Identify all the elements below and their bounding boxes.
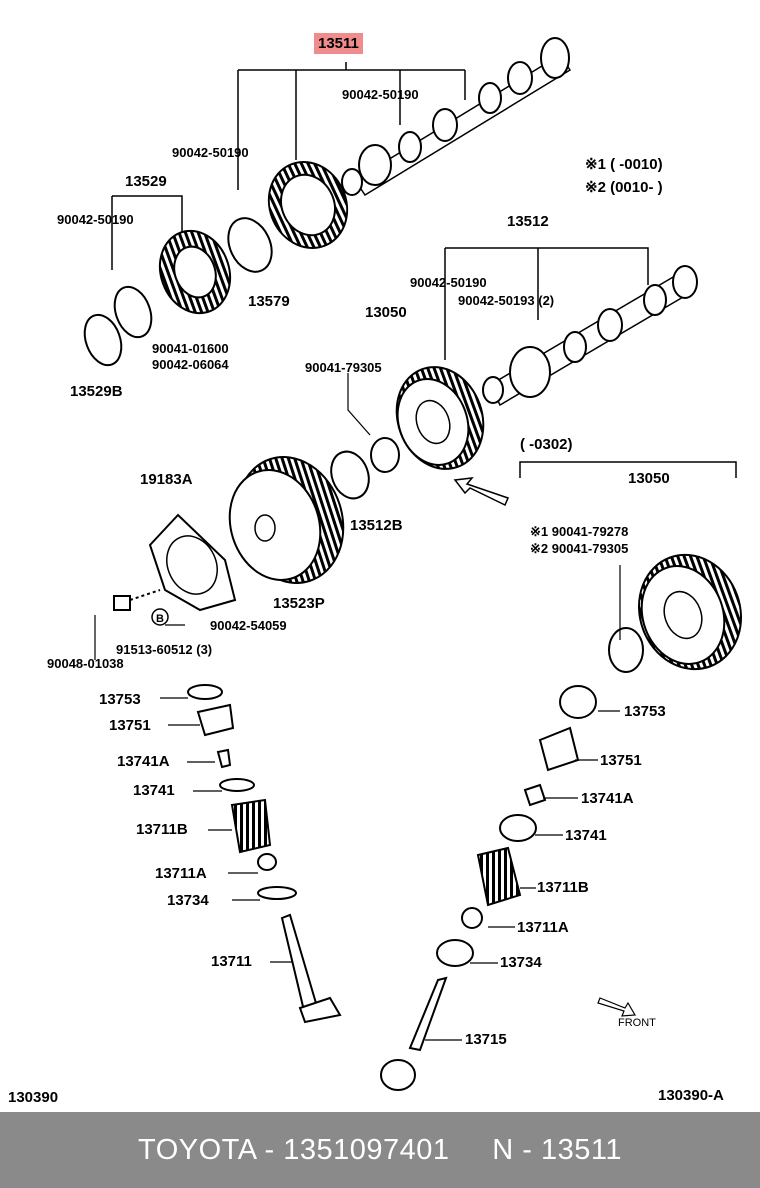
- label-19183A[interactable]: 19183A: [140, 471, 193, 488]
- label-range: ( -0302): [520, 436, 573, 453]
- label-13529B[interactable]: 13529B: [70, 383, 123, 400]
- label-90042-50190-top[interactable]: 90042-50190: [342, 87, 419, 102]
- plate-19183A: [148, 513, 237, 612]
- label-13512B[interactable]: 13512B: [350, 517, 403, 534]
- label-90042-50190-right[interactable]: 90042-50190: [410, 275, 487, 290]
- front-arrow-icon: [597, 997, 637, 1017]
- label-13711B-right[interactable]: 13711B: [537, 879, 589, 896]
- ring-13529B-b: [83, 313, 123, 367]
- label-13751-left[interactable]: 13751: [109, 717, 151, 734]
- label-13741-right[interactable]: 13741: [565, 827, 607, 844]
- label-90042-50190-mid[interactable]: 90042-50190: [172, 145, 249, 160]
- label-13751-right[interactable]: 13751: [600, 752, 642, 769]
- label-13734-left[interactable]: 13734: [167, 892, 209, 909]
- label-13050-upper[interactable]: 13050: [365, 304, 407, 321]
- label-90041-79305-lower[interactable]: ※2 90041-79305: [530, 541, 629, 556]
- valve-stack-right: [380, 685, 597, 1091]
- circle-b-marker: [151, 608, 169, 626]
- circle-b-text: B: [156, 613, 164, 625]
- gear-13523P: [228, 456, 345, 584]
- gear-13050-upper: [395, 366, 485, 470]
- label-front: FRONT: [618, 1017, 656, 1029]
- label-90041-79278[interactable]: ※1 90041-79278: [530, 524, 629, 539]
- note-2: ※2 (0010- ): [585, 179, 663, 196]
- camshaft-13511: [341, 37, 572, 197]
- label-13734-right[interactable]: 13734: [500, 954, 542, 971]
- bolt-90048: [113, 589, 161, 611]
- nut-lower: [608, 627, 644, 673]
- gear-top: [267, 161, 349, 249]
- snap-ring-13579: [227, 217, 273, 273]
- direction-arrow-icon: [453, 477, 510, 507]
- diagram-code-left: 130390: [8, 1089, 59, 1106]
- valve-stack-left: [187, 684, 342, 1024]
- label-13579[interactable]: 13579: [248, 293, 290, 310]
- label-13741A-left[interactable]: 13741A: [117, 753, 170, 770]
- label-13711B-left[interactable]: 13711B: [136, 821, 188, 838]
- label-13711[interactable]: 13711: [211, 953, 252, 970]
- label-13711A-right[interactable]: 13711A: [517, 919, 569, 936]
- label-90042-06064[interactable]: 90042-06064: [152, 357, 229, 372]
- label-13753-left[interactable]: 13753: [99, 691, 141, 708]
- label-91513-60512[interactable]: 91513-60512 (3): [116, 642, 213, 657]
- label-13529[interactable]: 13529: [125, 173, 167, 190]
- note-1: ※1 ( -0010): [585, 156, 663, 173]
- label-90042-54059[interactable]: 90042-54059: [210, 618, 287, 633]
- label-13741A-right[interactable]: 13741A: [581, 790, 634, 807]
- parts-diagram: B: [83, 37, 743, 1091]
- footer-text: TOYOTA - 1351097401 N - 13511: [138, 1133, 622, 1166]
- label-90042-50193[interactable]: 90042-50193 (2): [458, 293, 555, 308]
- label-13753-right[interactable]: 13753: [624, 703, 666, 720]
- label-13741-left[interactable]: 13741: [133, 782, 175, 799]
- label-90048-01038[interactable]: 90048-01038: [47, 656, 124, 671]
- label-13711A-left[interactable]: 13711A: [155, 865, 207, 882]
- washer-13512B: [330, 450, 370, 500]
- footer-bar: TOYOTA - 1351097401 N - 13511: [0, 1112, 760, 1188]
- label-13715[interactable]: 13715: [465, 1031, 507, 1048]
- diagram-code-right: 130390-A: [658, 1087, 724, 1104]
- camshaft-13512: [482, 265, 698, 407]
- label-90041-01600[interactable]: 90041-01600: [152, 341, 229, 356]
- label-90042-50190-left[interactable]: 90042-50190: [57, 212, 134, 227]
- ring-13529B-a: [113, 285, 153, 339]
- label-13512[interactable]: 13512: [507, 213, 549, 230]
- label-90041-79305-upper[interactable]: 90041-79305: [305, 360, 382, 375]
- label-13050-lower[interactable]: 13050: [628, 470, 670, 487]
- gear-13529: [158, 229, 232, 315]
- label-13511[interactable]: 13511: [314, 33, 363, 54]
- label-13523P[interactable]: 13523P: [273, 595, 325, 612]
- nut-upper: [370, 437, 400, 473]
- gear-13050-lower: [637, 553, 743, 671]
